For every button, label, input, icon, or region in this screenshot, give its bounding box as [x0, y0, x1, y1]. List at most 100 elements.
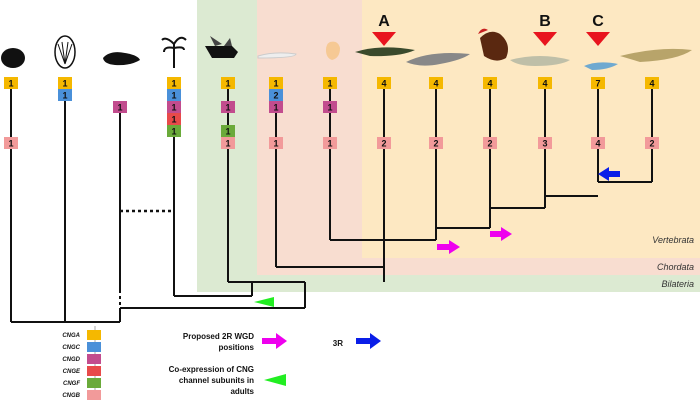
coexp-legend-line2: channel subunits in: [179, 376, 254, 385]
amphioxus-silhouette: [257, 52, 297, 59]
taxon-7-top-badge: 4: [381, 79, 386, 89]
taxon-0-bottom-badge-box: [4, 137, 18, 149]
taxon-9-top-badge-box: [483, 77, 497, 89]
taxon-3-stack-badge-3-box: [167, 125, 181, 137]
coexp-legend-arrow: [264, 374, 286, 386]
taxon-9-bottom-badge-box: [483, 137, 497, 149]
bilateria-label: Bilateria: [661, 279, 694, 289]
taxon-11-bottom-badge: 4: [595, 139, 600, 149]
fly-body: [205, 46, 238, 58]
wgd-2r-arrow-2: [490, 227, 512, 241]
wgd-legend-line1: Proposed 2R WGD: [183, 332, 254, 341]
taxon-11-top-badge-box: [591, 77, 605, 89]
legend-cngb-label: CNGB: [62, 393, 80, 399]
taxon-3-top-badge-box: [167, 77, 181, 89]
zebrafish-silhouette: [584, 62, 618, 70]
taxon-8-bottom-badge: 2: [433, 139, 438, 149]
taxon-9-top-badge: 4: [487, 79, 492, 89]
wgd-2r-arrow-1: [437, 240, 460, 254]
taxon-5-top-badge-box: [269, 77, 283, 89]
fly-wings: [210, 36, 232, 46]
ctenophore-lines: [57, 41, 73, 65]
taxon-12-bottom-badge-box: [645, 137, 659, 149]
taxon-4-top-badge: 1: [225, 79, 230, 89]
taxon-3-top-badge: 1: [171, 79, 176, 89]
taxon-11-bottom-badge-box: [591, 137, 605, 149]
vertebrata-region: [362, 0, 700, 258]
subunit-legend: CNGA CNGC CNGD CNGE CNGF CNGB: [62, 326, 101, 400]
event-a-triangle: [372, 32, 396, 46]
chordata-label: Chordata: [657, 262, 694, 272]
taxon-3-stack-badge-2: 1: [171, 115, 176, 125]
legend-cngf-swatch: [87, 378, 101, 388]
taxon-4-top-badge-box: [221, 77, 235, 89]
taxon-10-bottom-badge-box: [538, 137, 552, 149]
taxon-8-bottom-badge-box: [429, 137, 443, 149]
taxon-2-mid-badge: 1: [117, 103, 122, 113]
taxon-6-top-badge-box: [323, 77, 337, 89]
taxon-9-bottom-badge: 2: [487, 139, 492, 149]
event-legend: Proposed 2R WGD positions 3R Co-expressi…: [169, 332, 381, 396]
wgd-legend-line2: positions: [218, 343, 254, 352]
taxon-5-top-badge: 1: [273, 79, 278, 89]
taxon-3-stack-badge-3: 1: [171, 127, 176, 137]
r3-legend-label: 3R: [333, 339, 343, 348]
wgd-3r-arrow: [598, 167, 620, 181]
ctenophore-silhouette: [54, 35, 76, 69]
legend-cngd-label: CNGD: [62, 357, 80, 363]
taxon-12-top-badge-box: [645, 77, 659, 89]
chicken-comb: [478, 28, 488, 34]
taxon-5-bottom-badge: 1: [273, 139, 278, 149]
taxon-0-top-badge: 1: [8, 79, 13, 89]
legend-cnga-swatch: [87, 330, 101, 340]
event-c-label: C: [592, 13, 604, 30]
taxon-6-bottom-badge: 1: [327, 139, 332, 149]
taxon-6-bottom-badge-box: [323, 137, 337, 149]
taxon-4-mid-badge: 1: [225, 103, 230, 113]
taxon-4-bottom-badge-box: [221, 137, 235, 149]
sturgeon-silhouette: [510, 56, 570, 66]
coexpression-arrow: [254, 297, 274, 307]
legend-cnge-swatch: [87, 366, 101, 376]
taxon-6-top-badge: 1: [327, 79, 332, 89]
event-b-label: B: [539, 13, 551, 30]
event-a-label: A: [378, 13, 390, 30]
taxon-5-second-badge: 2: [273, 91, 278, 101]
taxon-5-bottom-badge-box: [269, 137, 283, 149]
taxon-10-top-badge-box: [538, 77, 552, 89]
taxon-3-stack-badge-2-box: [167, 113, 181, 125]
taxon-3-stack-badge-1-box: [167, 101, 181, 113]
taxon-1-top-badge-box: [58, 77, 72, 89]
placozoan-silhouette: [103, 52, 140, 66]
taxon-10-top-badge: 4: [542, 79, 547, 89]
sponge-silhouette: [1, 48, 25, 68]
legend-cngf-label: CNGF: [63, 381, 80, 387]
taxon-0-bottom-badge: 1: [8, 139, 13, 149]
coexp-legend-line1: Co-expression of CNG: [169, 365, 254, 374]
taxon-1-second-badge: 1: [62, 91, 67, 101]
taxon-4-green-badge: 1: [225, 127, 230, 137]
taxon-12-bottom-badge: 2: [649, 139, 654, 149]
taxon-11-top-badge: 7: [595, 79, 600, 89]
taxon-4-green-badge-box: [221, 125, 235, 137]
taxon-4-bottom-badge: 1: [225, 139, 230, 149]
legend-cngc-swatch: [87, 342, 101, 352]
taxon-5-mid-badge: 1: [273, 103, 278, 113]
taxon-6-mid-badge-box: [323, 101, 337, 113]
taxon-8-top-badge: 4: [433, 79, 438, 89]
chicken-body: [480, 31, 508, 61]
wgd-legend-arrow: [262, 333, 287, 349]
taxon-1-top-badge: 1: [62, 79, 67, 89]
gar-silhouette: [620, 48, 692, 62]
organism-silhouettes: [1, 28, 692, 70]
shark-silhouette: [406, 53, 470, 66]
taxon-2-mid-badge-box: [113, 101, 127, 113]
taxon-8-top-badge-box: [429, 77, 443, 89]
legend-cngc-label: CNGC: [62, 345, 80, 351]
taxon-7-bottom-badge: 2: [381, 139, 386, 149]
taxon-12-top-badge: 4: [649, 79, 654, 89]
vertebrata-label: Vertebrata: [652, 235, 694, 245]
